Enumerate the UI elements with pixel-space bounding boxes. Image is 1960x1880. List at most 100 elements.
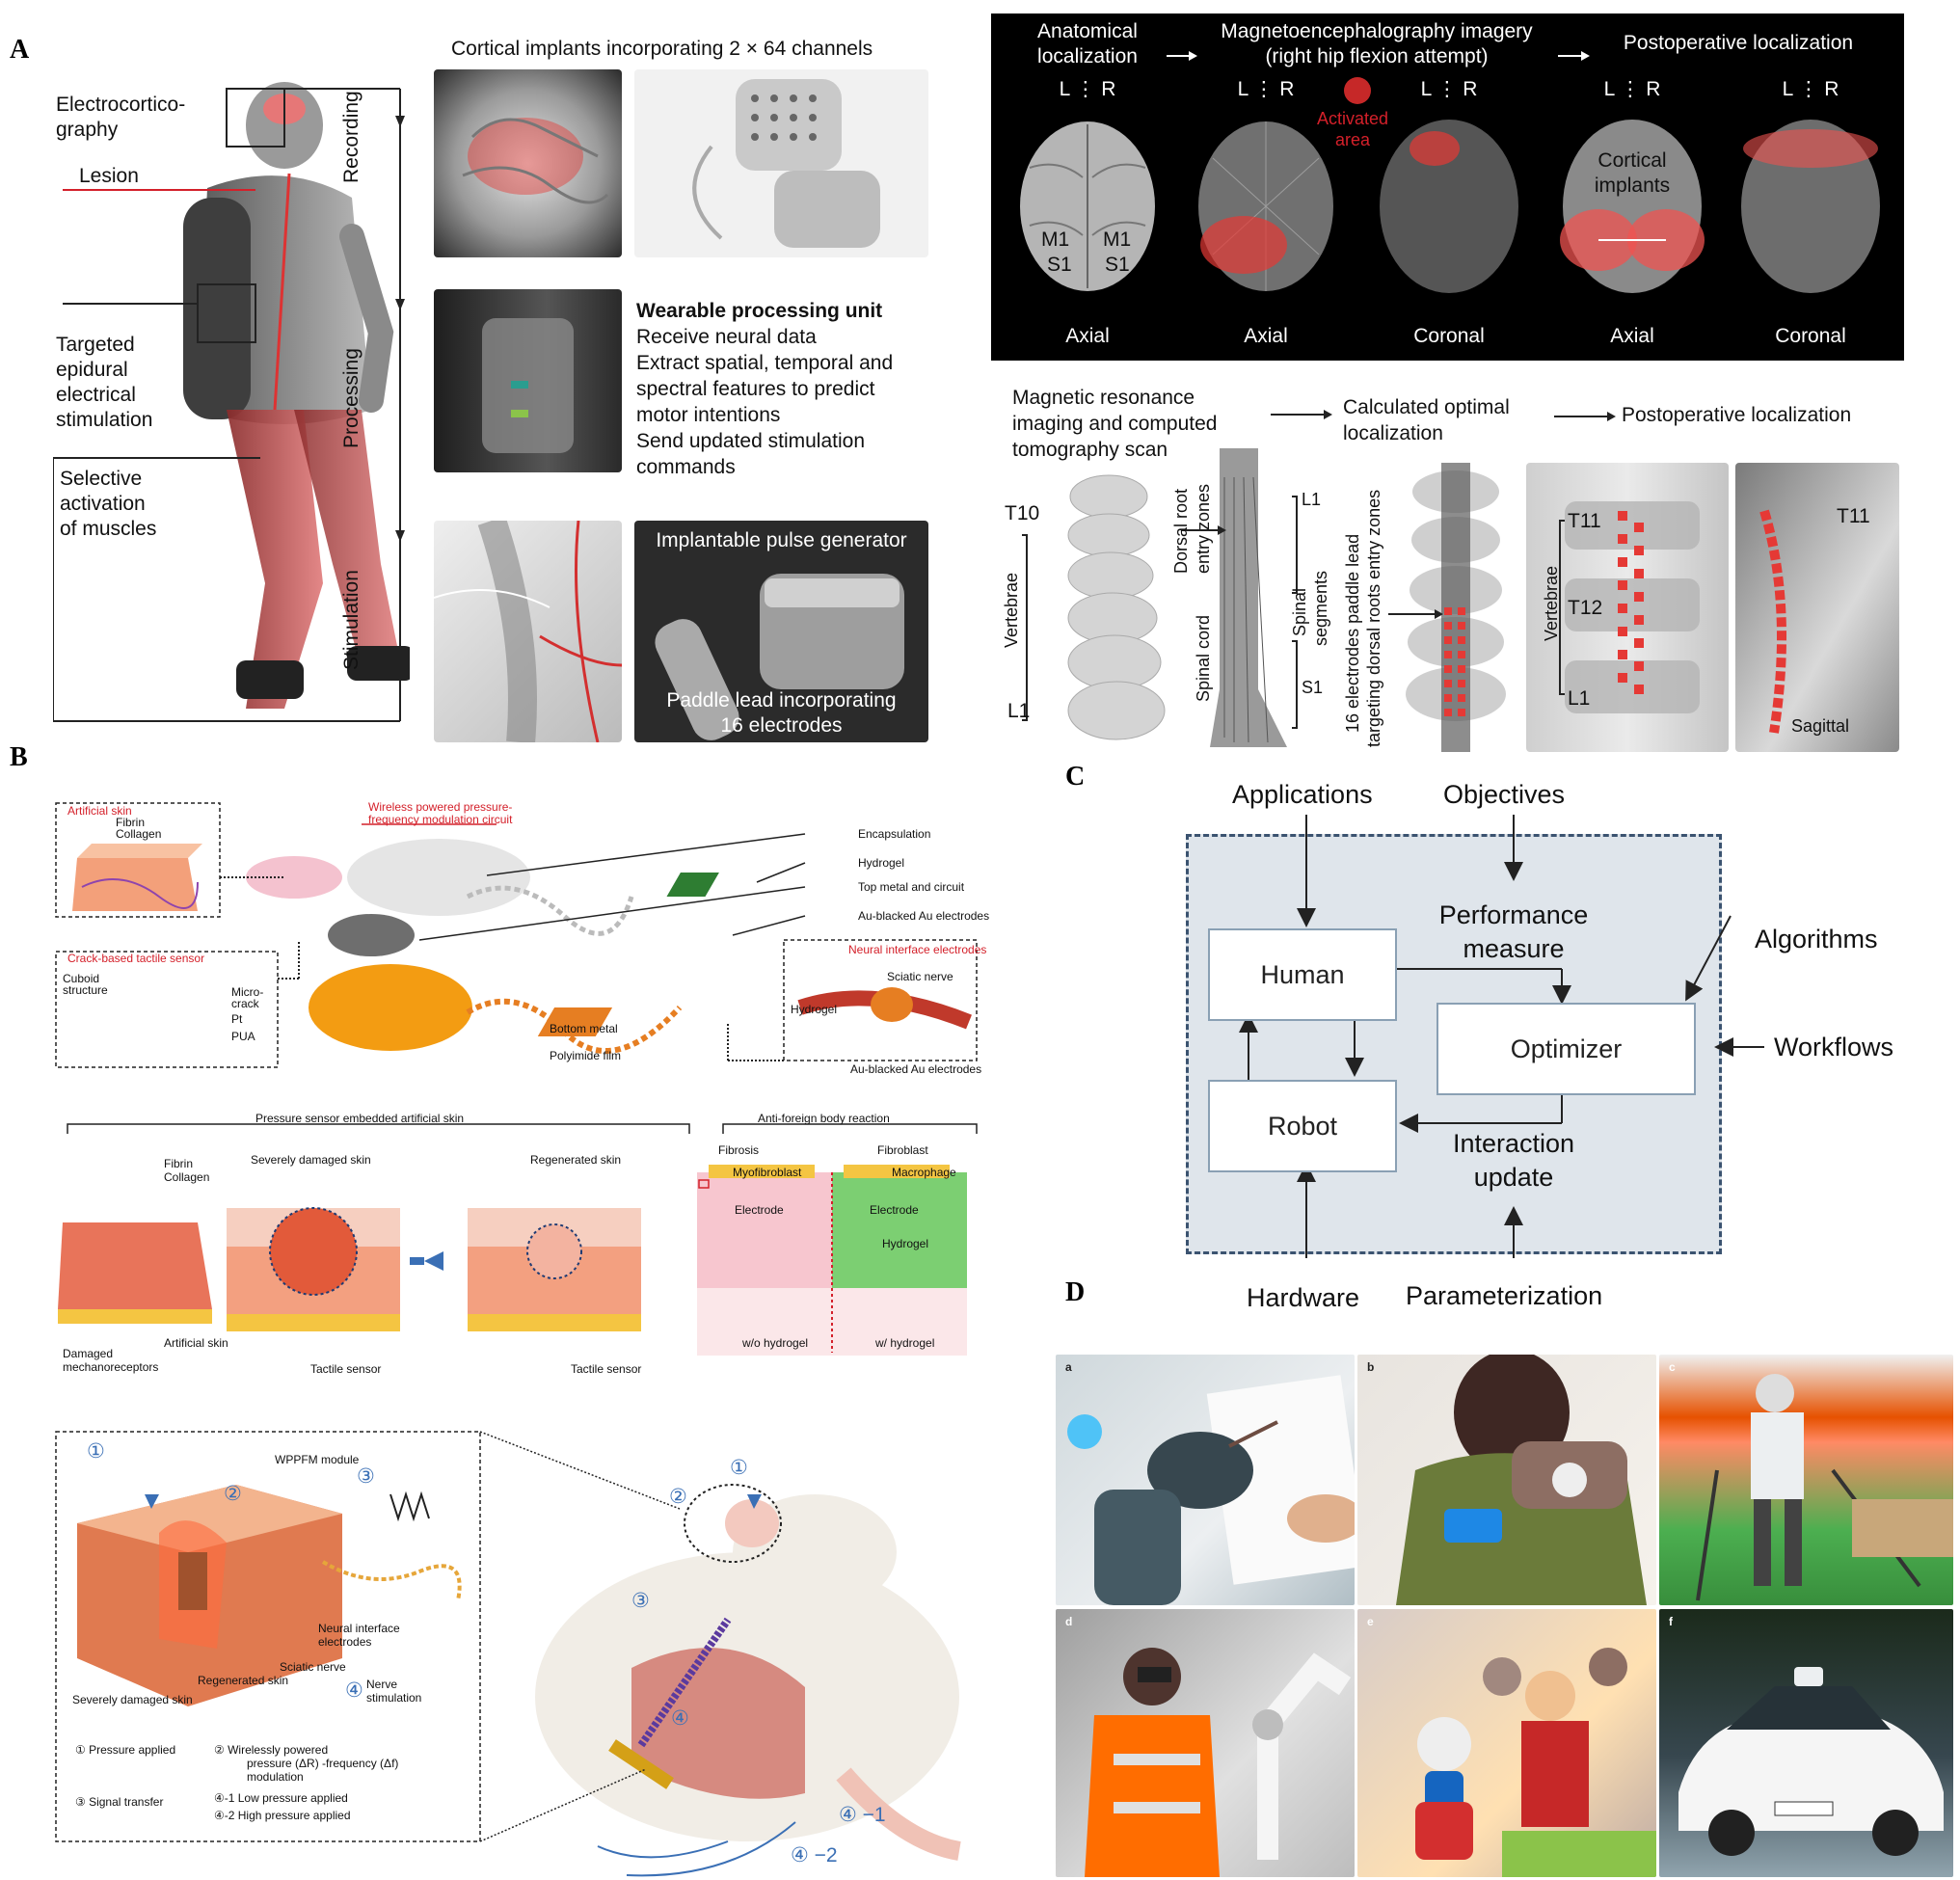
cortical-implant-device-image	[634, 69, 928, 257]
paddle-label-2: 16 electrodes	[720, 714, 843, 737]
panel-letter-d: D	[1065, 1277, 1086, 1307]
pressure-skin-title: Pressure sensor embedded artificial skin	[255, 1112, 465, 1125]
legend-4a: ④-1 Low pressure applied	[214, 1791, 348, 1805]
stage-recording: Recording	[340, 91, 362, 183]
xray-image	[1526, 463, 1729, 752]
paddle-lead-spinal-image	[434, 521, 622, 742]
cortical-implants-1: Cortical	[1598, 149, 1667, 172]
t10-label: T10	[1005, 502, 1040, 524]
paddle-target-2: targeting dorsal roots entry zones	[1364, 489, 1383, 747]
panel-a-bracket	[53, 88, 405, 722]
nie2-label-1: Neural interface	[318, 1622, 400, 1635]
s1-left: S1	[1047, 254, 1072, 276]
top-metal-label: Top metal and circuit	[858, 880, 965, 894]
arrow-mri-2	[1554, 412, 1616, 421]
fibrin2-label: Fibrin	[164, 1157, 194, 1170]
muscles-label-1: Selective	[60, 468, 143, 490]
electrode-label-1: Electrode	[735, 1203, 784, 1217]
photo-label-c: c	[1669, 1360, 1676, 1374]
drez-label-2: entry zones	[1194, 483, 1213, 574]
nerve-stim-2: stimulation	[366, 1691, 422, 1705]
microcrack-label-2: crack	[231, 997, 259, 1010]
photo-f-autonomous-car: f	[1659, 1609, 1953, 1877]
callout-2-inset: ②	[224, 1483, 242, 1505]
severely2-label: Severely damaged skin	[72, 1693, 193, 1706]
photo-label-f: f	[1669, 1615, 1673, 1628]
photo-b-glucose-monitor: b	[1357, 1355, 1656, 1605]
damaged-mech-1: Damaged	[63, 1347, 114, 1360]
sagittal-xray-image	[1735, 463, 1899, 752]
robot-box: Robot	[1208, 1080, 1397, 1172]
view-label-2: Axial	[1244, 325, 1288, 347]
meg-head-imagery-2: (right hip flexion attempt)	[1265, 45, 1489, 67]
afbr-title: Anti-foreign body reaction	[758, 1112, 890, 1125]
callout-3-rat: ③	[631, 1590, 650, 1612]
spinal-segments-2: segments	[1311, 570, 1330, 646]
severely-label: Severely damaged skin	[251, 1153, 371, 1167]
regenerated-label: Regenerated skin	[530, 1153, 622, 1167]
interaction-label-1: Interaction	[1452, 1129, 1575, 1158]
wppfm-label: WPPFM module	[275, 1453, 360, 1466]
arc-label-1: ④ −1	[839, 1804, 886, 1826]
cuboid-label-1: Cuboid	[63, 972, 100, 985]
callout-3-inset: ③	[357, 1465, 375, 1488]
tactile-sensor-1: Tactile sensor	[310, 1362, 382, 1376]
human-box: Human	[1208, 928, 1397, 1021]
epidural-label-3: electrical	[56, 384, 136, 406]
epidural-label-1: Targeted	[56, 334, 135, 356]
callout-4-rat: ④	[671, 1707, 689, 1730]
wpu-title: Wearable processing unit	[636, 300, 883, 322]
activated-area-2: area	[1335, 130, 1371, 149]
mri-head-optimal-2: localization	[1343, 422, 1443, 444]
hydrogel2-label: Hydrogel	[791, 1003, 838, 1016]
ecog-label-2: graphy	[56, 119, 119, 141]
ecog-label-1: Electrocortico-	[56, 94, 186, 116]
wearable-unit-image	[434, 289, 622, 472]
lr-1: L ⋮ R	[1059, 78, 1116, 100]
spinal-cord-label: Spinal cord	[1194, 614, 1213, 702]
human-figure-illustration	[183, 82, 410, 709]
panel-letter-b: B	[10, 742, 28, 772]
damaged-mech-2: mechanoreceptors	[63, 1360, 159, 1374]
callout-1-inset: ①	[87, 1440, 105, 1463]
photo-label-d: d	[1065, 1615, 1073, 1628]
tactile-sensor-2: Tactile sensor	[571, 1362, 642, 1376]
hardware-label: Hardware	[1247, 1283, 1360, 1312]
mri-head-2: imaging and computed	[1012, 413, 1218, 435]
wo-hydrogel-label: w/o hydrogel	[742, 1336, 809, 1350]
artificial-skin-diagram	[58, 1123, 978, 1356]
m1-left: M1	[1041, 228, 1070, 251]
wpu-line-3: spectral features to predict	[636, 378, 875, 400]
hydrogel3-label: Hydrogel	[882, 1237, 929, 1250]
pt-label: Pt	[231, 1012, 243, 1026]
microcrack-label-1: Micro-	[231, 985, 264, 999]
artificial-skin2-label: Artificial skin	[164, 1336, 228, 1350]
wpu-line-6: commands	[636, 456, 736, 478]
m1-right: M1	[1103, 228, 1132, 251]
sagittal-label: Sagittal	[1791, 716, 1850, 736]
stage-stimulation: Stimulation	[340, 570, 362, 670]
objectives-label: Objectives	[1443, 780, 1566, 809]
lr-3: L ⋮ R	[1420, 78, 1478, 100]
callout-4-inset: ④	[345, 1679, 363, 1702]
nie2-label-2: electrodes	[318, 1635, 372, 1649]
wpu-line-2: Extract spatial, temporal and	[636, 352, 894, 374]
macrophage-label: Macrophage	[892, 1166, 956, 1179]
s1-right: S1	[1105, 254, 1130, 276]
panel-letter-c: C	[1065, 762, 1086, 792]
sciatic2-label: Sciatic nerve	[280, 1660, 346, 1674]
vertebrae-label-2: Vertebrae	[1542, 565, 1561, 641]
callout-1-rat: ①	[730, 1457, 748, 1479]
mri-head-3: tomography scan	[1012, 439, 1168, 461]
legend-2b: pressure (ΔR) -frequency (Δf)	[247, 1757, 399, 1770]
seg-s1-label: S1	[1302, 678, 1324, 697]
electrode-label-2: Electrode	[870, 1203, 919, 1217]
pulse-generator-image	[634, 521, 928, 742]
view-label-5: Coronal	[1775, 325, 1846, 347]
encapsulation-label: Encapsulation	[858, 827, 931, 841]
epidural-label-2: epidural	[56, 359, 128, 381]
pua-label: PUA	[231, 1030, 255, 1043]
applications-label: Applications	[1232, 780, 1373, 809]
nie-title: Neural interface electrodes	[848, 943, 987, 956]
paddle-label-1: Paddle lead incorporating	[666, 689, 897, 712]
